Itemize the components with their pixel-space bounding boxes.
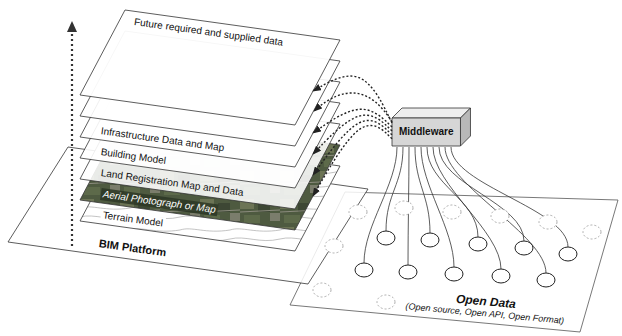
layer-fill bbox=[80, 10, 340, 125]
data-source-dotted bbox=[443, 205, 461, 219]
middleware-box: Middleware bbox=[392, 118, 460, 146]
data-source-dotted bbox=[491, 209, 509, 223]
cube-front bbox=[392, 118, 460, 146]
layer-fill bbox=[80, 52, 340, 167]
region-outline bbox=[290, 192, 618, 332]
data-link bbox=[451, 147, 568, 247]
data-layer: Future required and supplied data bbox=[80, 10, 340, 125]
data-source-dotted bbox=[583, 225, 601, 239]
data-link bbox=[364, 147, 397, 263]
data-link bbox=[439, 147, 524, 241]
cube-top bbox=[392, 108, 470, 118]
data-source-dotted bbox=[349, 205, 367, 219]
data-source bbox=[537, 273, 555, 287]
open-data-region: Open Data(Open source, Open API, Open Fo… bbox=[290, 192, 618, 332]
layer-label: Building Model bbox=[100, 146, 167, 167]
data-source-dotted bbox=[377, 295, 395, 309]
cube-side bbox=[460, 108, 470, 146]
data-source bbox=[399, 265, 417, 279]
data-source-dotted bbox=[325, 239, 343, 253]
data-source-dotted bbox=[395, 201, 413, 215]
data-source bbox=[469, 237, 487, 251]
data-source bbox=[421, 233, 439, 247]
data-link bbox=[433, 147, 501, 269]
data-link bbox=[427, 147, 478, 237]
layer-image bbox=[80, 115, 340, 230]
data-link bbox=[386, 147, 403, 231]
data-source bbox=[515, 241, 533, 255]
layer-label: BIM Platform bbox=[98, 238, 167, 260]
data-source-dotted bbox=[539, 215, 557, 229]
data-source bbox=[377, 231, 395, 245]
layer-shape bbox=[8, 147, 368, 284]
data-source bbox=[355, 263, 373, 277]
layer-fill bbox=[8, 147, 368, 284]
layer-label: Future required and supplied data bbox=[133, 16, 283, 49]
data-source-dotted bbox=[313, 283, 331, 297]
layer-label: Middleware bbox=[399, 126, 453, 138]
data-source bbox=[445, 267, 463, 281]
text-group: Open Data(Open source, Open API, Open Fo… bbox=[405, 287, 566, 327]
data-source bbox=[492, 269, 510, 283]
data-source bbox=[559, 247, 577, 261]
layer-fill bbox=[80, 115, 340, 230]
platform-layer: BIM Platform bbox=[8, 147, 368, 284]
layer-label: Terrain Model bbox=[100, 209, 166, 230]
